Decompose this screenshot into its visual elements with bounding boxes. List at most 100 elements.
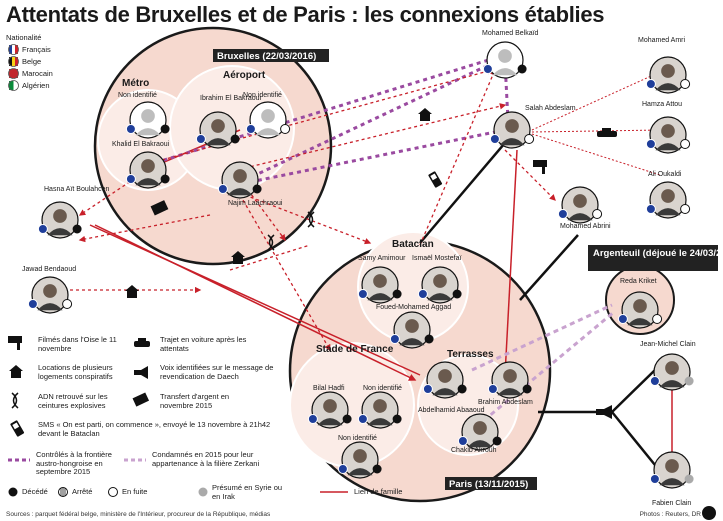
brussels-label: Bruxelles (22/03/2016) (217, 51, 316, 62)
nationality-label: Belge (22, 57, 41, 66)
sources-note: Sources : parquet fédéral belge, ministè… (6, 511, 271, 518)
name-aero-unknown: Non identifié (243, 92, 282, 99)
paris-label: Paris (13/11/2015) (449, 479, 528, 490)
photo-credit: Photos : Reuters, DR (639, 511, 701, 518)
terrasses-label: Terrasses (447, 349, 494, 360)
avatar-amri (645, 56, 691, 94)
name-jean-michel: Jean-Michel Clain (640, 341, 696, 348)
nationality-item: Algérien (8, 80, 50, 91)
name-oukaldi: Ali Oukaldi (648, 171, 682, 178)
nationality-item: Marocain (8, 68, 53, 79)
avatar-khalid (125, 151, 170, 189)
avatar-belkaid (482, 41, 527, 79)
name-hasna: Hasna Aït Boulahcen (44, 186, 109, 193)
name-amimour: Samy Amimour (358, 255, 406, 262)
legend-fled: En fuite (122, 487, 148, 496)
legend-voice: Voix identifiées sur le message de reven… (160, 363, 274, 381)
legend-money: Transfert d'argent en novembre 2015 (160, 392, 230, 410)
avatar-aggad (389, 311, 434, 349)
stade-label: Stade de France (316, 344, 394, 355)
logo-icon (702, 506, 716, 520)
name-mostefai: Ismaël Mostefaï (412, 255, 461, 262)
name-abrini: Mohamed Abrini (560, 223, 611, 230)
avatar-stade-unknown1 (357, 391, 402, 429)
avatar-salah (489, 111, 535, 149)
nationality-label: Algérien (22, 81, 50, 90)
legend-dead: Décédé (22, 487, 48, 496)
avatar-metro-unknown (125, 101, 170, 139)
legend-arrested: Arrêté (72, 487, 93, 496)
camera-icon (8, 336, 22, 350)
name-kriket: Reda Kriket (620, 278, 657, 285)
dna-icon (307, 211, 315, 228)
name-stade-unknown1: Non identifié (363, 385, 402, 392)
legend-controls: Contrôlés à la frontière austro-hongrois… (36, 450, 112, 476)
people-layer (27, 41, 694, 489)
avatar-fabien (649, 451, 694, 489)
name-jawad: Jawad Bendaoud (22, 266, 76, 273)
name-belkaid: Mohamed Belkaïd (482, 30, 539, 37)
phone-icon (428, 171, 443, 188)
dna-icon (11, 392, 19, 409)
name-hadfi: Bilal Hadfi (313, 385, 345, 392)
legend-condemned: Condamnés en 2015 pour leur appartenance… (152, 450, 260, 468)
phone-icon (10, 420, 25, 437)
legend-filmed: Filmés dans l'Oise le 11 novembre (38, 335, 117, 353)
name-abaaoud: Abdelhamid Abaaoud (418, 407, 485, 414)
car-icon (597, 128, 617, 137)
legend-sms: SMS « On est parti, on commence », envoy… (38, 420, 271, 438)
camera-icon (533, 160, 547, 174)
avatar-jawad (27, 276, 73, 314)
avatar-najim (217, 161, 262, 199)
page-title: Attentats de Bruxelles et de Paris : les… (6, 2, 605, 27)
name-najim: Najim Laachraoui (228, 200, 283, 207)
avatar-amimour (357, 266, 402, 304)
house-icon (125, 285, 139, 298)
megaphone-icon (596, 405, 612, 419)
name-brahim: Brahim Abdeslam (478, 399, 533, 406)
avatar-attou (645, 116, 691, 154)
name-ibrahim: Ibrahim El Bakraoui (200, 95, 262, 102)
money-icon (132, 392, 150, 407)
dna-icon (267, 234, 275, 251)
avatar-ibrahim (195, 111, 240, 149)
nationality-label: Marocain (22, 69, 53, 78)
name-metro-unknown: Non identifié (118, 92, 157, 99)
car-icon (134, 338, 150, 347)
avatar-jean-michel (649, 353, 694, 391)
avatar-abrini (557, 186, 603, 224)
legend-car: Trajet en voiture après les attentats (160, 335, 247, 353)
avatar-brahim (487, 361, 532, 399)
argenteuil-label: Argenteuil (déjoué le 24/03/2016) (593, 248, 723, 259)
name-amri: Mohamed Amri (638, 37, 686, 44)
name-khalid: Khalid El Bakraoui (112, 141, 170, 148)
house-icon (231, 251, 245, 264)
metro-label: Métro (122, 78, 149, 89)
nationality-heading: Nationalité (6, 33, 41, 42)
avatar-kriket (617, 291, 663, 329)
bataclan-label: Bataclan (392, 239, 434, 250)
nationality-label: Français (22, 45, 51, 54)
avatar-hasna (37, 201, 82, 239)
avatar-stade-unknown2 (337, 441, 382, 479)
name-akrouh: Chakib Akrouh (451, 447, 497, 454)
money-icon (150, 200, 169, 216)
nationality-item: Français (8, 44, 51, 55)
nationality-item: Belge (8, 56, 41, 67)
avatar-oukaldi (645, 181, 691, 219)
aeroport-label: Aéroport (223, 70, 266, 81)
legend-house: Locations de plusieurs logements conspir… (38, 363, 113, 381)
avatar-hadfi (307, 391, 352, 429)
name-stade-unknown2: Non identifié (338, 435, 377, 442)
name-fabien: Fabien Clain (652, 500, 691, 507)
megaphone-icon (134, 366, 148, 379)
name-salah: Salah Abdeslam (525, 105, 576, 112)
name-aggad: Foued-Mohamed Aggad (376, 304, 451, 311)
name-attou: Hamza Attou (642, 101, 682, 108)
avatar-aero-unknown (245, 101, 291, 139)
legend-dna: ADN retrouvé sur les ceintures explosive… (38, 392, 108, 410)
avatar-akrouh (457, 413, 502, 451)
avatar-abaaoud (422, 361, 467, 399)
